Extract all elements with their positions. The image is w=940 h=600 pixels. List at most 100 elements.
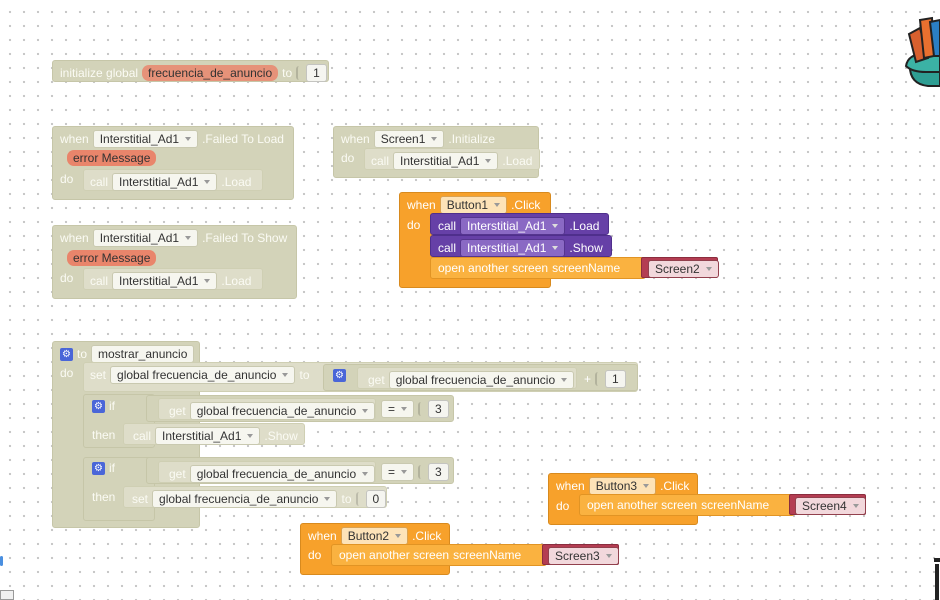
event-name: .Failed To Load xyxy=(202,132,284,146)
operator-dropdown[interactable]: = xyxy=(381,463,415,481)
do-label: do xyxy=(60,172,74,186)
screen-name: Screen3 xyxy=(555,549,600,563)
screen-name: Screen2 xyxy=(655,262,700,276)
open-screen-label: open another screen xyxy=(438,261,549,275)
socket-notch xyxy=(418,402,424,416)
do-label: do xyxy=(308,548,322,562)
event-name: .Click xyxy=(660,479,690,493)
screen-initialize-event-block[interactable]: when Screen1 .Initialize do call Interst… xyxy=(333,126,540,178)
trash-body xyxy=(935,564,939,600)
get-label: get xyxy=(169,404,186,418)
screen-name-text-block[interactable]: Screen4 xyxy=(789,494,866,515)
get-variable-block[interactable]: get global frecuencia_de_anuncio xyxy=(158,461,376,483)
component-name: Button3 xyxy=(595,479,638,493)
variable-name: global frecuencia_de_anuncio xyxy=(117,368,277,382)
component-name: Button2 xyxy=(347,529,390,543)
procedure-name-field[interactable]: mostrar_anuncio xyxy=(91,345,195,363)
call-label: call xyxy=(371,154,390,168)
plus-value[interactable]: 1 xyxy=(605,370,626,388)
backpack-icon[interactable] xyxy=(904,14,940,90)
chevron-down-icon xyxy=(362,472,369,476)
when-label: when xyxy=(60,231,89,245)
variable-name: global frecuencia_de_anuncio xyxy=(159,492,319,506)
component-dropdown[interactable]: Interstitial_Ad1 xyxy=(393,152,499,170)
screen-name-text-block[interactable]: Screen2 xyxy=(641,257,719,278)
component-dropdown[interactable]: Interstitial_Ad1 xyxy=(92,229,199,247)
component-dropdown[interactable]: Interstitial_Ad1 xyxy=(155,427,261,445)
screen-name-label: screenName xyxy=(453,548,522,562)
when-label: when xyxy=(60,132,89,146)
chevron-down-icon xyxy=(185,236,192,240)
operator-symbol: = xyxy=(388,465,396,479)
component-dropdown[interactable]: Interstitial_Ad1 xyxy=(92,130,199,148)
call-load-block[interactable]: call Interstitial_Ad1 .Load xyxy=(83,169,263,191)
component-name: Interstitial_Ad1 xyxy=(99,132,180,146)
variable-dropdown[interactable]: global frecuencia_de_anuncio xyxy=(110,366,296,384)
call-show-block[interactable]: call Interstitial_Ad1 .Show xyxy=(123,423,305,445)
open-another-screen-block[interactable]: open another screen screenName xyxy=(579,494,795,516)
component-name: Interstitial_Ad1 xyxy=(99,231,180,245)
screen-dropdown[interactable]: Screen2 xyxy=(648,260,719,278)
component-name: Interstitial_Ad1 xyxy=(119,274,199,288)
gear-icon[interactable]: ⚙ xyxy=(60,347,73,361)
chevron-down-icon xyxy=(643,484,650,488)
variable-dropdown[interactable]: global frecuencia_de_anuncio xyxy=(189,402,376,420)
component-name: Interstitial_Ad1 xyxy=(119,175,199,189)
horizontal-scrollbar-handle[interactable] xyxy=(0,590,14,600)
gear-icon[interactable]: ⚙ xyxy=(333,369,346,382)
to-label: to xyxy=(77,347,88,361)
chevron-down-icon xyxy=(185,137,192,141)
screen-name-text-block[interactable]: Screen3 xyxy=(542,544,619,565)
operator-dropdown[interactable]: = xyxy=(381,400,415,418)
component-dropdown[interactable]: Interstitial_Ad1 xyxy=(112,173,218,191)
screen-dropdown[interactable]: Screen3 xyxy=(548,547,619,565)
method-name: .Load xyxy=(221,274,252,288)
variable-name: global frecuencia_de_anuncio xyxy=(196,404,357,418)
error-message-param[interactable]: error Message xyxy=(67,150,157,166)
component-dropdown[interactable]: Interstitial_Ad1 xyxy=(460,239,566,257)
screen-name-label: screenName xyxy=(701,498,770,512)
set-value[interactable]: 0 xyxy=(365,490,387,508)
compare-value[interactable]: 3 xyxy=(428,463,449,481)
component-dropdown[interactable]: Button3 xyxy=(588,477,657,495)
call-show-block[interactable]: call Interstitial_Ad1 .Show xyxy=(430,235,612,257)
variable-dropdown[interactable]: global frecuencia_de_anuncio xyxy=(189,465,376,483)
failed-to-load-event-block[interactable]: when Interstitial_Ad1 .Failed To Load er… xyxy=(52,126,294,200)
open-screen-label: open another screen xyxy=(339,548,450,562)
global-var-name[interactable]: frecuencia_de_anuncio xyxy=(142,65,279,81)
get-variable-block[interactable]: get global frecuencia_de_anuncio xyxy=(158,398,376,420)
socket-notch xyxy=(595,372,601,386)
gear-icon[interactable]: ⚙ xyxy=(92,399,105,413)
open-another-screen-block[interactable]: open another screen screenName xyxy=(331,544,547,566)
do-label: do xyxy=(60,271,74,285)
error-message-param[interactable]: error Message xyxy=(67,250,157,266)
method-name: .Load xyxy=(569,219,600,233)
component-dropdown[interactable]: Button1 xyxy=(439,196,508,214)
get-variable-block[interactable]: get global frecuencia_de_anuncio xyxy=(357,367,577,389)
component-name: Screen1 xyxy=(380,132,426,146)
screen-dropdown[interactable]: Screen4 xyxy=(795,497,866,515)
call-load-block[interactable]: call Interstitial_Ad1 .Load xyxy=(364,148,540,170)
component-dropdown[interactable]: Screen1 xyxy=(373,130,445,148)
when-label: when xyxy=(341,132,370,146)
initialize-global-block[interactable]: initialize global frecuencia_de_anuncio … xyxy=(52,60,329,82)
method-name: .Load xyxy=(221,175,252,189)
gear-icon[interactable]: ⚙ xyxy=(92,461,105,475)
event-name: .Initialize xyxy=(448,132,496,146)
compare-value[interactable]: 3 xyxy=(428,400,449,418)
trash-icon[interactable] xyxy=(931,556,940,600)
open-another-screen-block[interactable]: open another screen screenName xyxy=(430,257,646,279)
component-dropdown[interactable]: Button2 xyxy=(340,527,409,545)
variable-dropdown[interactable]: global frecuencia_de_anuncio xyxy=(152,490,338,508)
call-load-block[interactable]: call Interstitial_Ad1 .Load xyxy=(430,213,609,235)
component-dropdown[interactable]: Interstitial_Ad1 xyxy=(112,272,218,290)
method-name: .Show xyxy=(569,241,603,255)
variable-dropdown[interactable]: global frecuencia_de_anuncio xyxy=(388,371,575,389)
component-name: Button1 xyxy=(446,198,489,212)
call-label: call xyxy=(90,175,109,189)
component-dropdown[interactable]: Interstitial_Ad1 xyxy=(460,217,566,235)
set-global-block[interactable]: set global frecuencia_de_anuncio to 0 xyxy=(123,486,387,508)
call-load-block[interactable]: call Interstitial_Ad1 .Load xyxy=(83,268,263,290)
init-value[interactable]: 1 xyxy=(306,64,327,82)
failed-to-show-event-block[interactable]: when Interstitial_Ad1 .Failed To Show er… xyxy=(52,225,297,299)
